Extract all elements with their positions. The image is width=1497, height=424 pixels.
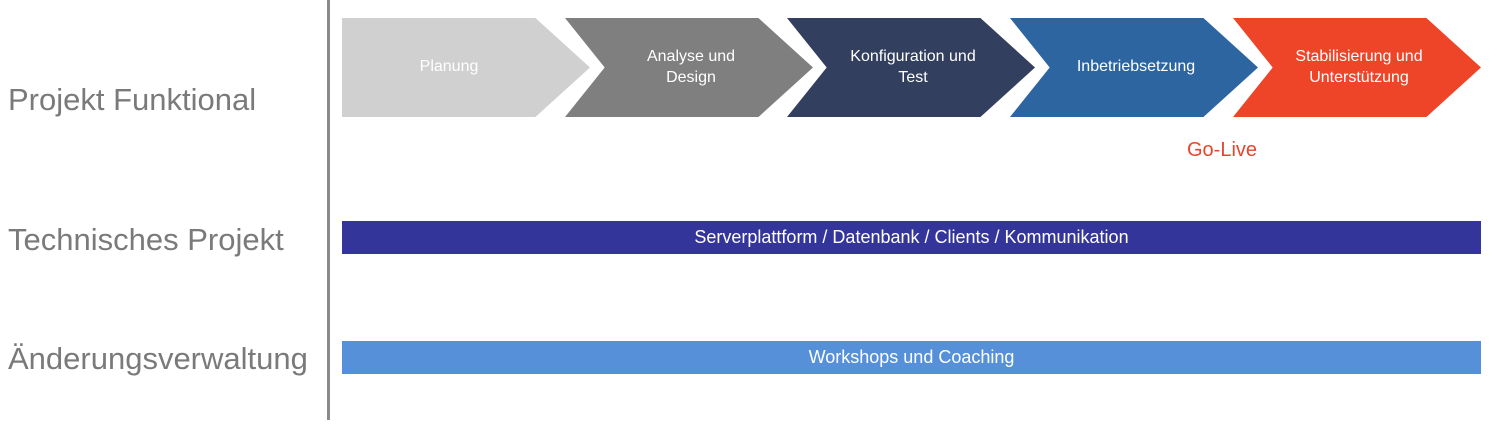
phase-chevron-inbetriebsetzung: Inbetriebsetzung xyxy=(1010,18,1258,117)
technical-project-bar: Serverplattform / Datenbank / Clients / … xyxy=(342,221,1481,254)
phase-label: Planung xyxy=(419,58,479,76)
phase-chevron-stabilisierung: Stabilisierung und Unterstützung xyxy=(1233,18,1481,117)
phase-chevron-konfiguration-test: Konfiguration und Test xyxy=(787,18,1035,117)
change-management-bar: Workshops und Coaching xyxy=(342,341,1481,374)
phase-label: Stabilisierung und Unterstützung xyxy=(1295,47,1423,86)
phase-label: Konfiguration und Test xyxy=(850,47,976,86)
vertical-divider xyxy=(327,0,330,420)
technical-bar-label: Serverplattform / Datenbank / Clients / … xyxy=(694,227,1129,247)
phase-chevron-planung: Planung xyxy=(342,18,590,117)
row-label-projekt-funktional: Projekt Funktional xyxy=(8,82,257,117)
phase-label: Analyse und Design xyxy=(646,47,736,86)
row-label-aenderungsverwaltung: Änderungsverwaltung xyxy=(8,341,308,376)
row-label-technisches-projekt: Technisches Projekt xyxy=(8,222,284,257)
go-live-milestone: Go-Live xyxy=(1187,139,1258,161)
phase-chevron-analyse-design: Analyse und Design xyxy=(565,18,813,117)
change-bar-label: Workshops und Coaching xyxy=(808,347,1015,367)
phase-label: Inbetriebsetzung xyxy=(1076,58,1196,76)
